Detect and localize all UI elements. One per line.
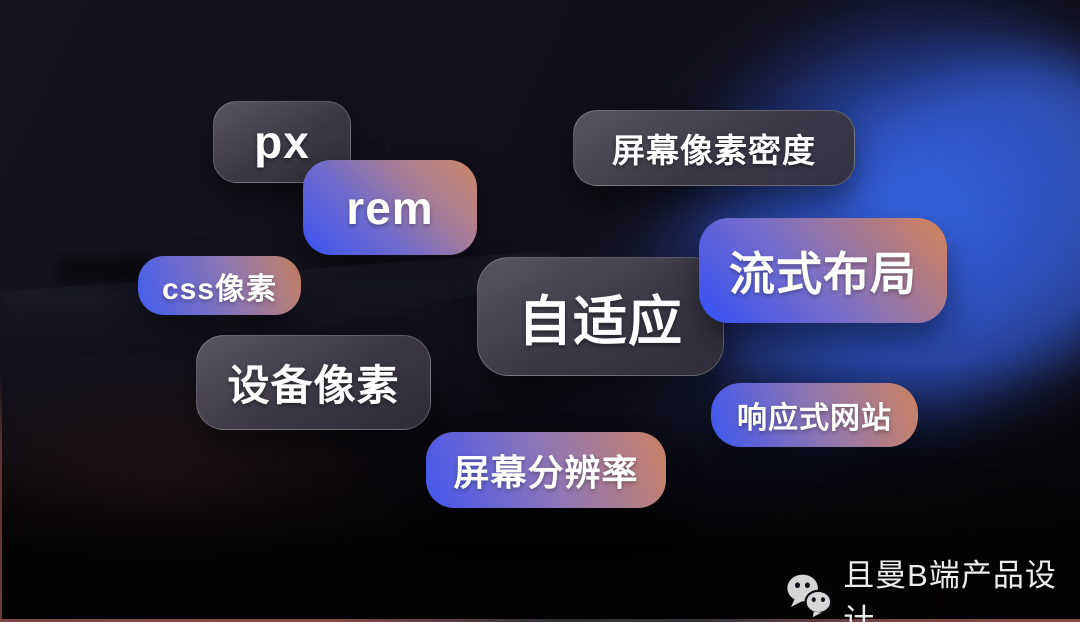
bottom-edge-line <box>0 619 1080 622</box>
tag-css-pixel: css像素 <box>138 256 301 315</box>
tag-device-pixel: 设备像素 <box>196 335 431 430</box>
watermark: 且曼B端产品设计 <box>785 550 1080 622</box>
tag-screen-resolution: 屏幕分辨率 <box>426 432 666 508</box>
left-edge-line <box>0 372 2 622</box>
tag-responsive-website: 响应式网站 <box>711 383 918 447</box>
tag-rem: rem <box>303 160 477 255</box>
tag-adaptive: 自适应 <box>477 257 724 376</box>
wechat-icon <box>787 574 833 618</box>
tag-screen-pixel-density: 屏幕像素密度 <box>573 110 855 186</box>
watermark-text: 且曼B端产品设计 <box>843 558 1057 622</box>
tag-fluid-layout: 流式布局 <box>699 218 947 323</box>
